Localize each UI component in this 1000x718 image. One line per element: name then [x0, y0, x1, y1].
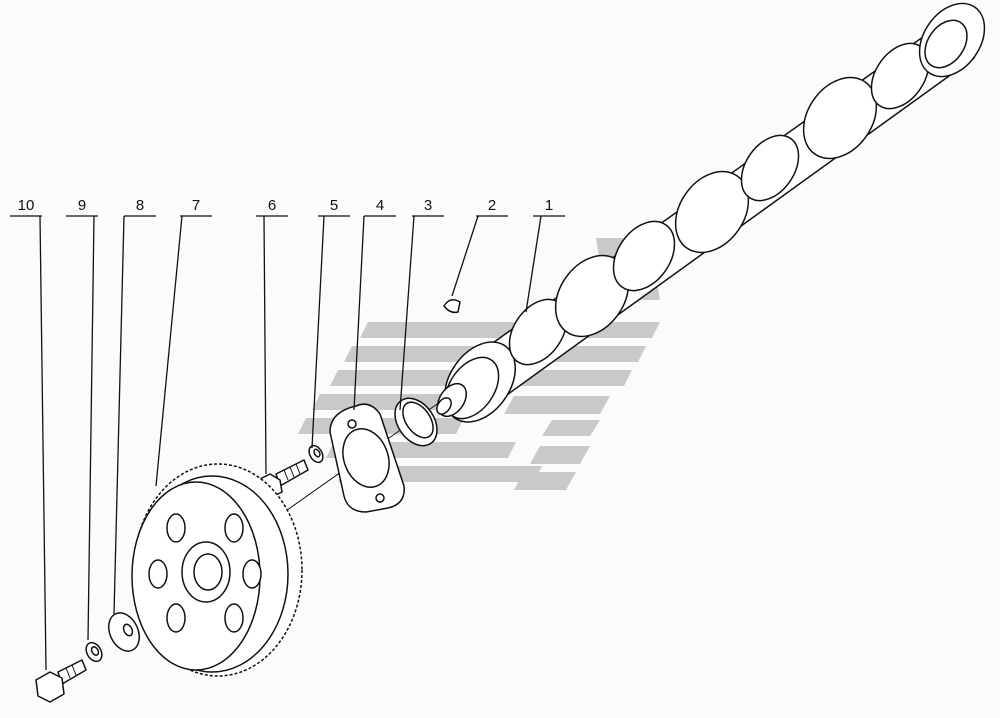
camshaft-gear [131, 463, 303, 677]
spring-washer-9 [85, 641, 103, 663]
callout-5: 5 [330, 197, 338, 214]
callout-1: 1 [545, 197, 553, 214]
thrust-washer [108, 612, 140, 652]
spacer-ring [394, 397, 438, 447]
thrust-flange [329, 403, 405, 513]
callout-7: 7 [192, 197, 200, 214]
callout-4: 4 [376, 197, 384, 214]
gear-bolt [35, 659, 87, 703]
leader-lines [10, 215, 565, 671]
spring-washer-5 [308, 444, 324, 464]
callout-9: 9 [78, 197, 86, 214]
callout-2: 2 [488, 197, 496, 214]
callout-10: 10 [18, 197, 35, 214]
callout-3: 3 [424, 197, 432, 214]
camshaft [436, 2, 986, 423]
callout-8: 8 [136, 197, 144, 214]
callout-6: 6 [268, 197, 276, 214]
woodruff-key [443, 299, 461, 314]
